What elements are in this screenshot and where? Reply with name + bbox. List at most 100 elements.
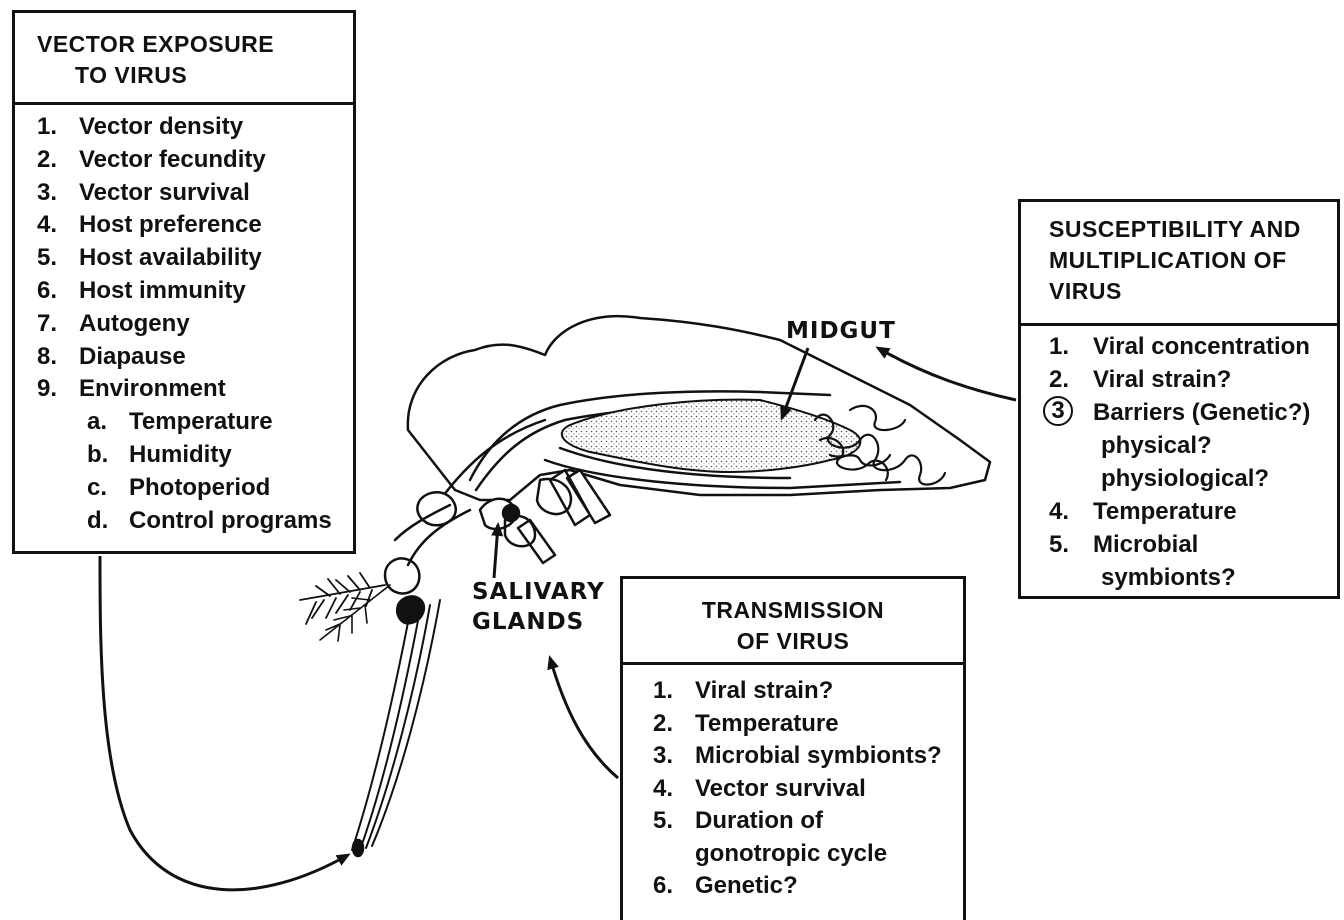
list-item-text: symbionts? bbox=[1101, 564, 1236, 591]
vector-exposure-list: 1. Vector density 2. Vector fecundity 3.Ve… bbox=[15, 105, 353, 537]
list-item-text: Vector survival bbox=[79, 179, 250, 206]
list-item-number: 8. bbox=[37, 341, 57, 374]
sub-item-text: Temperature bbox=[129, 408, 273, 435]
list-item: 5. Host availability bbox=[37, 242, 353, 275]
list-item: 7. Autogeny bbox=[37, 308, 353, 341]
susceptibility-box: SUSCEPTIBILITY AND MULTIPLICATION OF VIR… bbox=[1018, 199, 1340, 599]
sub-list-item: a. Temperature bbox=[37, 406, 353, 439]
sub-item-letter: a. bbox=[87, 406, 107, 439]
list-item: 1. Viral strain? bbox=[653, 675, 963, 708]
list-item: 2. Viral strain? bbox=[1049, 363, 1337, 396]
sub-list-item: d. Control programs bbox=[37, 505, 353, 538]
suscept-to-midgut-arrow bbox=[878, 348, 1016, 400]
vector-exposure-title-line1: VECTOR EXPOSURE bbox=[37, 29, 353, 60]
list-item: 2. Temperature bbox=[653, 708, 963, 741]
sub-item-text: Humidity bbox=[129, 441, 232, 468]
trans-to-salivary-arrow bbox=[550, 658, 618, 778]
list-item-number: 5. bbox=[37, 242, 57, 275]
list-item-text: Microbial bbox=[1093, 531, 1198, 558]
list-item-text: Vector density bbox=[79, 113, 243, 140]
list-item-number: 3. bbox=[653, 740, 673, 773]
list-item-text: Vector survival bbox=[695, 775, 866, 802]
list-item-number: 4. bbox=[37, 209, 57, 242]
list-item-number: 1. bbox=[1049, 330, 1069, 363]
list-item-number: 9. bbox=[37, 373, 57, 406]
list-item: 1. Viral concentration bbox=[1049, 330, 1337, 363]
sub-item-text: Photoperiod bbox=[129, 474, 270, 501]
list-item-text: Viral concentration bbox=[1093, 333, 1310, 360]
list-item: 4. Temperature bbox=[1049, 495, 1337, 528]
susceptibility-title-line3: VIRUS bbox=[1049, 276, 1337, 307]
list-item-text: Barriers (Genetic?) bbox=[1093, 399, 1310, 426]
list-item-text: Environment bbox=[79, 375, 226, 402]
transmission-title: TRANSMISSION OF VIRUS bbox=[623, 579, 963, 665]
list-item-continuation: physical? bbox=[1049, 429, 1337, 462]
mosquito-head bbox=[385, 558, 419, 593]
vector-exposure-title: VECTOR EXPOSURE TO VIRUS bbox=[15, 13, 353, 105]
list-item: 8.Diapause bbox=[37, 341, 353, 374]
list-item-text: Viral strain? bbox=[1093, 366, 1231, 393]
susceptibility-title-line1: SUSCEPTIBILITY AND bbox=[1049, 214, 1337, 245]
list-item: 4.Vector survival bbox=[653, 773, 963, 806]
transmission-box: TRANSMISSION OF VIRUS 1. Viral strain? 2.… bbox=[620, 576, 966, 920]
list-item-number: 1. bbox=[653, 675, 673, 708]
list-item-continuation: physiological? bbox=[1049, 462, 1337, 495]
salivary-glands-label: SALIVARY GLANDS bbox=[472, 577, 605, 637]
sub-list-item: b. Humidity bbox=[37, 439, 353, 472]
circled-number: 3 bbox=[1043, 396, 1073, 426]
list-item-number: 7. bbox=[37, 308, 57, 341]
list-item-text: Temperature bbox=[695, 710, 839, 737]
list-item-number: 1. bbox=[37, 111, 57, 144]
salivary-gland-lobes bbox=[480, 470, 610, 563]
list-item: 6. Genetic? bbox=[653, 870, 963, 903]
list-item-text: physiological? bbox=[1101, 465, 1269, 492]
sub-item-letter: d. bbox=[87, 505, 108, 538]
list-item-number: 6. bbox=[653, 870, 673, 903]
midgut-label: MIDGUT bbox=[786, 318, 896, 344]
vector-exposure-title-line2: TO VIRUS bbox=[37, 60, 353, 91]
list-item-text: Temperature bbox=[1093, 498, 1237, 525]
sub-item-letter: c. bbox=[87, 472, 107, 505]
susceptibility-title-line2: MULTIPLICATION OF bbox=[1049, 245, 1337, 276]
list-item: 4.Host preference bbox=[37, 209, 353, 242]
list-item-text: Viral strain? bbox=[695, 677, 833, 704]
list-item: 1. Vector density bbox=[37, 111, 353, 144]
salivary-label-line2: GLANDS bbox=[472, 607, 605, 637]
list-item: 3. Microbial symbionts? bbox=[653, 740, 963, 773]
sub-item-text: Control programs bbox=[129, 507, 332, 534]
list-item-number: 5. bbox=[653, 805, 673, 838]
list-item: 3.Vector survival bbox=[37, 177, 353, 210]
list-item: 9. Environment bbox=[37, 373, 353, 406]
list-item-text: Host immunity bbox=[79, 277, 246, 304]
list-item-text: physical? bbox=[1101, 432, 1212, 459]
salivary-label-line1: SALIVARY bbox=[472, 577, 605, 607]
susceptibility-title: SUSCEPTIBILITY AND MULTIPLICATION OF VIR… bbox=[1021, 202, 1337, 326]
list-item-number: 4. bbox=[1049, 495, 1069, 528]
exposure-to-proboscis-arrow bbox=[100, 556, 348, 890]
list-item-text: Microbial symbionts? bbox=[695, 742, 942, 769]
list-item-number: 2. bbox=[1049, 363, 1069, 396]
transmission-list: 1. Viral strain? 2. Temperature 3. Microbia… bbox=[623, 665, 963, 903]
list-item-number: 2. bbox=[653, 708, 673, 741]
list-item-number: 2. bbox=[37, 144, 57, 177]
vector-exposure-box: VECTOR EXPOSURE TO VIRUS 1. Vector densit… bbox=[12, 10, 356, 554]
list-item: 2. Vector fecundity bbox=[37, 144, 353, 177]
list-item-text: gonotropic cycle bbox=[695, 840, 887, 867]
midgut-pointer-arrow bbox=[782, 348, 808, 418]
malpighian-tubules bbox=[815, 406, 945, 485]
salivary-pointer-arrow bbox=[494, 525, 498, 578]
list-item-number: 6. bbox=[37, 275, 57, 308]
list-item: 5.Microbial bbox=[1049, 528, 1337, 561]
list-item-text: Vector fecundity bbox=[79, 146, 266, 173]
proboscis bbox=[352, 600, 440, 850]
list-item-continuation: gonotropic cycle bbox=[653, 838, 963, 871]
list-item-text: Genetic? bbox=[695, 872, 798, 899]
list-item-text: Host availability bbox=[79, 244, 262, 271]
list-item: 5.Duration of bbox=[653, 805, 963, 838]
transmission-title-line2: OF VIRUS bbox=[623, 626, 963, 657]
list-item: 6. Host immunity bbox=[37, 275, 353, 308]
sub-item-letter: b. bbox=[87, 439, 108, 472]
list-item-text: Autogeny bbox=[79, 310, 190, 337]
